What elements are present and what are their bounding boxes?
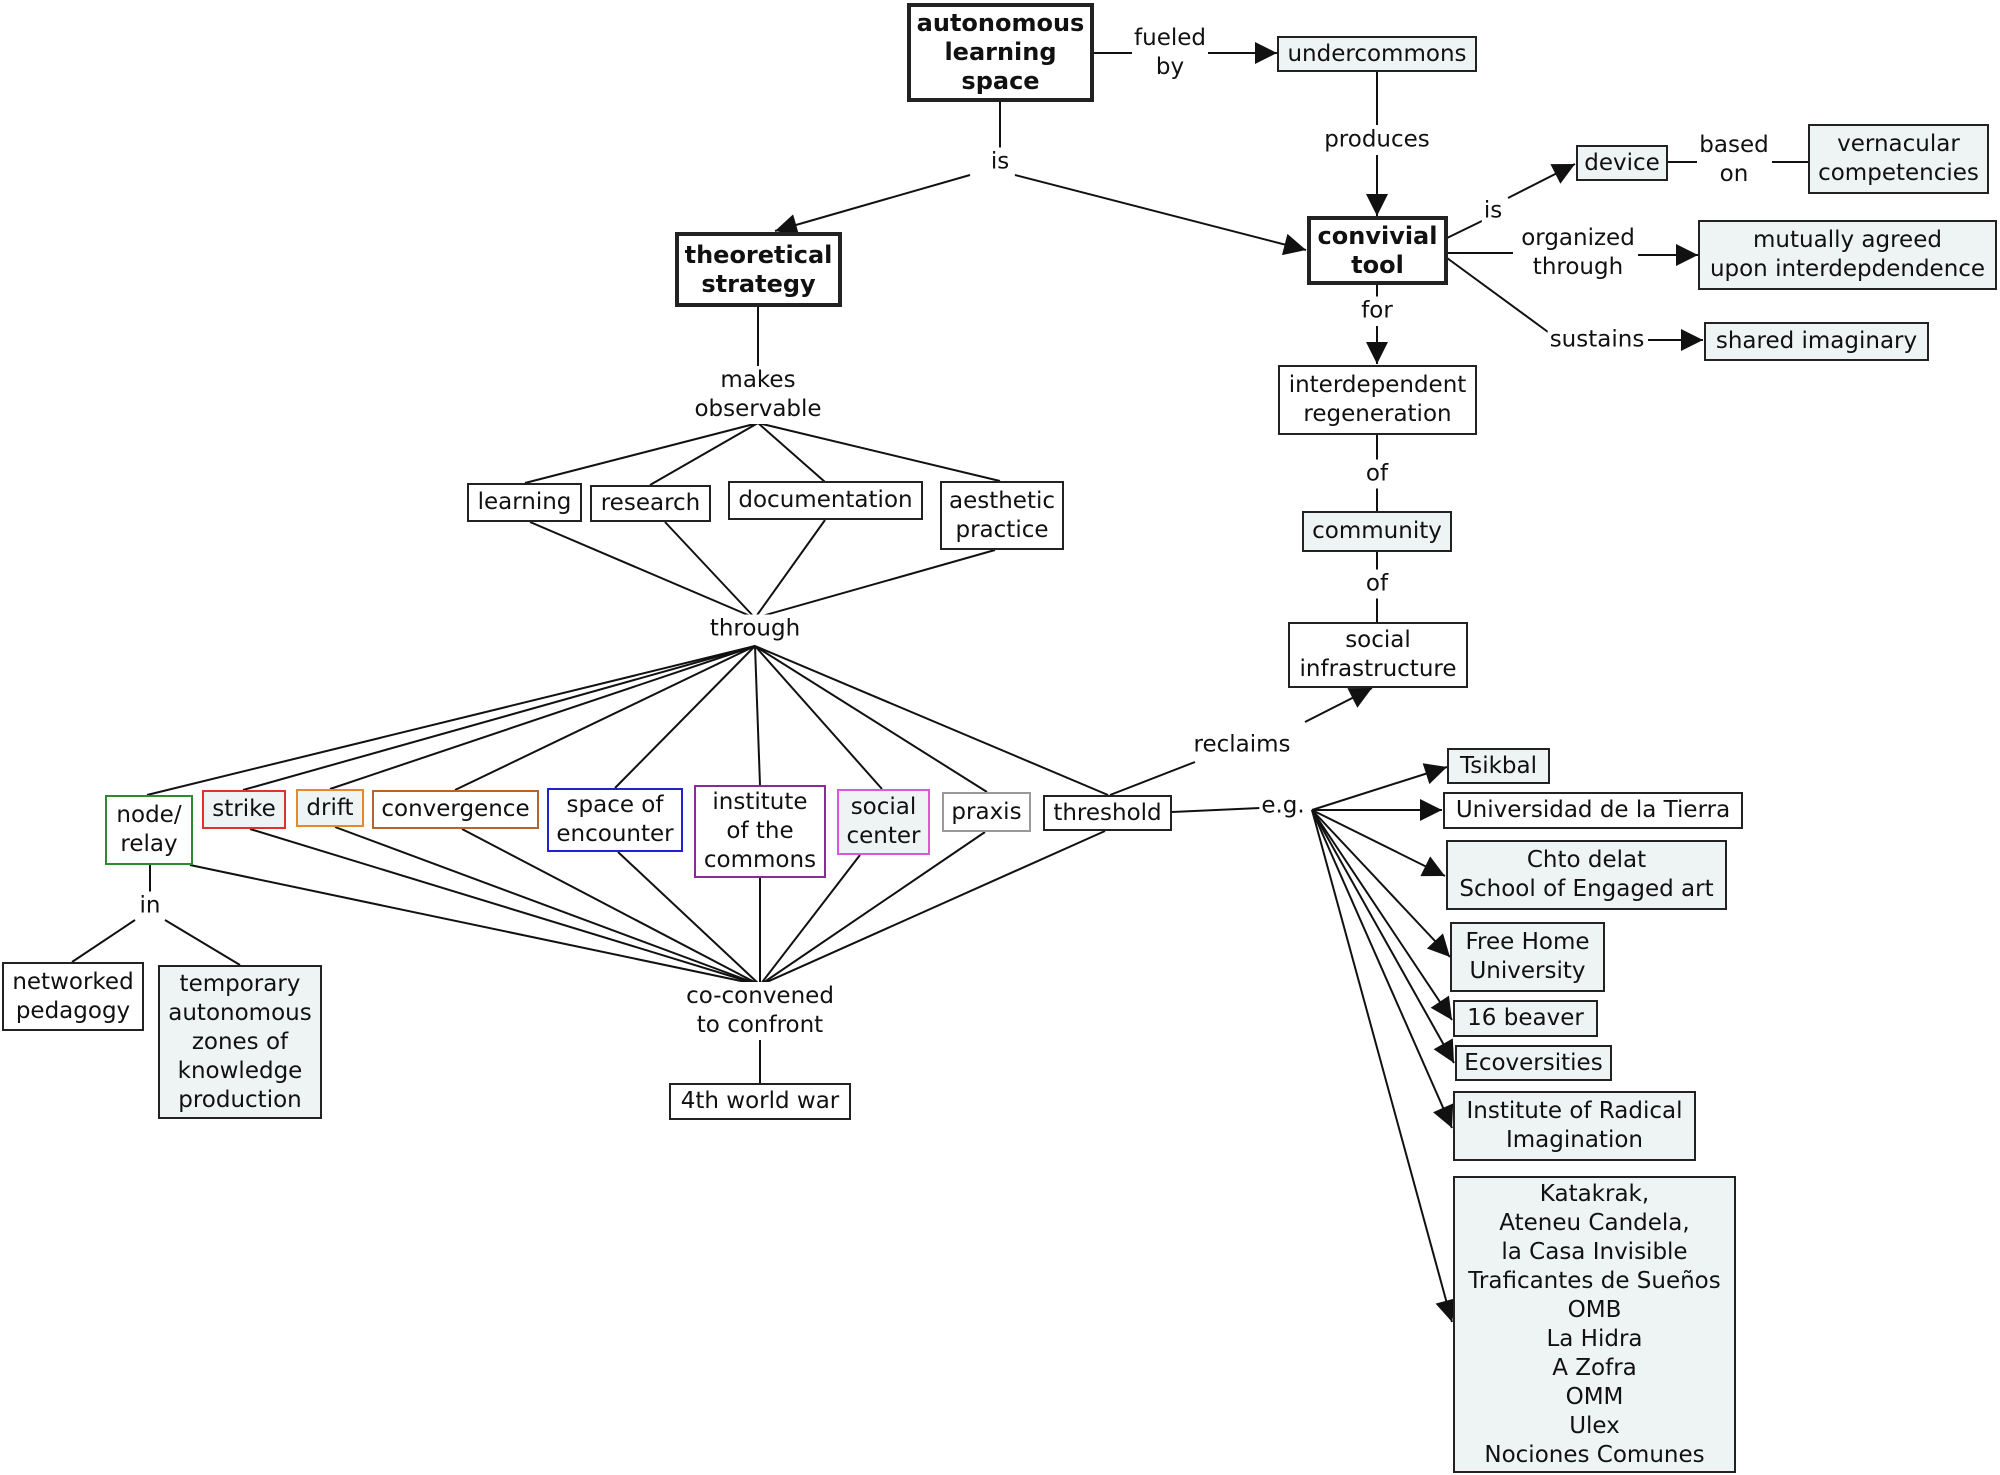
label-co-convened: co-convened to confront	[684, 982, 836, 1040]
node-free-home-university: Free Home University	[1450, 922, 1605, 992]
edge-through-convergence	[454, 645, 756, 791]
node-theoretical-strategy: theoretical strategy	[675, 232, 842, 307]
edge-makes-learning	[524, 422, 759, 484]
node-tsikbal: Tsikbal	[1447, 748, 1550, 784]
edge-through-strike	[242, 645, 756, 791]
edge-threshold-reclaims	[1109, 761, 1196, 796]
node-drift: drift	[296, 789, 364, 827]
edge-through-threshold	[754, 645, 1109, 796]
node-community: community	[1302, 511, 1452, 552]
edge-through-social	[754, 645, 883, 790]
node-4th-world-war: 4th world war	[669, 1083, 851, 1120]
edge-convivial-is	[1446, 219, 1485, 239]
node-social-center: social center	[837, 789, 930, 855]
edge-aesthetic-through	[754, 549, 996, 619]
node-strike: strike	[202, 790, 286, 829]
edge-in-temporary	[164, 919, 241, 966]
edge-through-institute	[754, 645, 761, 786]
edge-social-coconv	[759, 854, 861, 986]
edge-convivial-sustains	[1446, 257, 1549, 333]
edge-is-convivial	[1014, 174, 1307, 256]
edge-is-theoretical	[774, 174, 971, 236]
node-research: research	[590, 485, 711, 522]
edge-praxis-coconv	[759, 831, 986, 986]
node-undercommons: undercommons	[1277, 36, 1477, 72]
node-chto-delat: Chto delat School of Engaged art	[1446, 840, 1727, 910]
label-in: in	[137, 891, 163, 921]
edge-makes-research	[649, 422, 759, 486]
label-through: through	[707, 614, 803, 644]
node-ecoversities: Ecoversities	[1455, 1045, 1612, 1081]
node-institute-of-radical-imagination: Institute of Radical Imagination	[1453, 1091, 1696, 1161]
edge-is-device	[1507, 163, 1576, 199]
edge-eg-16beaver	[1311, 809, 1453, 1021]
edge-learning-through	[529, 521, 756, 619]
node-space-of-encounter: space of encounter	[547, 788, 683, 852]
label-based-on: based on	[1697, 131, 1771, 189]
edge-eg-tsikbal	[1311, 763, 1448, 811]
edge-convergence-coconv	[461, 828, 761, 986]
label-is-top: is	[988, 147, 1012, 177]
node-networked-pedagogy: networked pedagogy	[2, 962, 144, 1031]
label-of-1: of	[1363, 459, 1391, 489]
label-fueled-by: fueled by	[1132, 24, 1208, 82]
node-temporary-autonomous-zones: temporary autonomous zones of knowledge …	[158, 965, 322, 1119]
edge-reclaims-infrastructure	[1304, 687, 1373, 723]
label-of-2: of	[1363, 569, 1391, 599]
edge-makes-aesthetic	[757, 422, 1001, 482]
node-praxis: praxis	[942, 792, 1031, 832]
node-convergence: convergence	[372, 790, 539, 829]
node-device: device	[1576, 145, 1668, 181]
edge-through-node	[146, 645, 756, 796]
edge-makes-documentation	[757, 422, 826, 483]
edge-documentation-through	[754, 519, 826, 619]
edge-drift-coconv	[334, 826, 761, 986]
label-reclaims: reclaims	[1191, 730, 1293, 760]
edge-through-drift	[329, 645, 756, 790]
node-learning: learning	[467, 483, 582, 522]
edge-space-coconv	[617, 851, 761, 986]
edge-through-space	[614, 645, 756, 789]
node-universidad-de-la-tierra: Universidad de la Tierra	[1443, 792, 1743, 829]
edge-eg-spaces	[1311, 809, 1457, 1323]
edge-research-through	[664, 521, 756, 619]
label-sustains: sustains	[1547, 325, 1647, 355]
node-institute-of-the-commons: institute of the commons	[694, 785, 826, 878]
label-for: for	[1359, 296, 1395, 326]
node-node-relay: node/ relay	[105, 795, 193, 865]
node-social-infrastructure: social infrastructure	[1288, 622, 1468, 688]
label-eg: e.g.	[1259, 791, 1307, 821]
edge-threshold-eg	[1171, 807, 1261, 813]
node-spaces-list: Katakrak, Ateneu Candela, la Casa Invisi…	[1453, 1176, 1736, 1473]
label-makes-observable: makes observable	[692, 366, 824, 424]
edge-strike-coconv	[249, 828, 761, 986]
node-mutually-agreed: mutually agreed upon interdepdendence	[1698, 220, 1997, 290]
edge-eg-freehome	[1311, 809, 1451, 958]
edge-through-praxis	[754, 645, 988, 793]
edge-eg-ecoversities	[1311, 809, 1455, 1064]
label-is-right: is	[1481, 196, 1505, 226]
edge-in-networked	[71, 919, 136, 963]
edge-eg-institute-radical	[1311, 809, 1454, 1129]
node-threshold: threshold	[1043, 795, 1172, 831]
label-produces: produces	[1322, 125, 1432, 155]
edge-threshold-coconv	[759, 830, 1106, 986]
node-16-beaver: 16 beaver	[1453, 1000, 1598, 1037]
node-aesthetic-practice: aesthetic practice	[940, 481, 1064, 550]
node-autonomous-learning-space: autonomous learning space	[907, 3, 1094, 102]
edge-node-coconv	[189, 864, 761, 986]
label-organized-through: organized through	[1519, 224, 1637, 282]
node-convivial-tool: convivial tool	[1307, 216, 1448, 285]
node-vernacular-competencies: vernacular competencies	[1808, 124, 1989, 194]
node-documentation: documentation	[728, 481, 923, 520]
edge-eg-chto	[1311, 809, 1446, 877]
node-interdependent-regeneration: interdependent regeneration	[1278, 365, 1477, 435]
node-shared-imaginary: shared imaginary	[1704, 322, 1929, 361]
